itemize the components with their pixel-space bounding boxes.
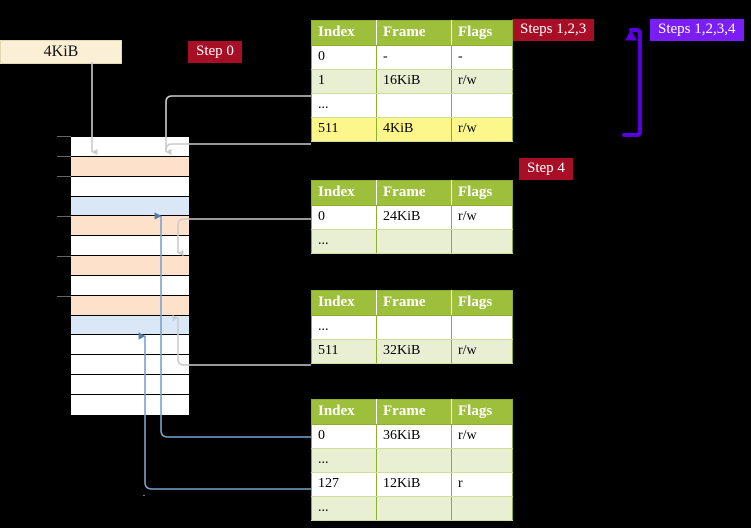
table-cell: ... — [311, 93, 377, 118]
table-cell — [451, 448, 513, 473]
table-header-index: Index — [311, 290, 377, 316]
table-row: 0-- — [311, 45, 513, 70]
table-cell: 0 — [311, 205, 377, 230]
memory-frame-row — [71, 236, 189, 257]
table-row: ... — [311, 315, 513, 340]
table-cell: 24KiB — [376, 205, 452, 230]
table-cell: 127 — [311, 472, 377, 497]
table-cell: 0 — [311, 424, 377, 449]
memory-frame-row — [71, 375, 189, 395]
table-row: ... — [311, 93, 513, 118]
table-cell — [376, 496, 452, 521]
physical-memory-column — [70, 136, 190, 415]
table-cell — [451, 496, 513, 521]
table-row: ... — [311, 229, 513, 254]
table-cell — [376, 93, 452, 118]
table-header-index: Index — [311, 20, 377, 46]
table-header-flags: Flags — [451, 20, 513, 46]
table-cell: r/w — [451, 205, 513, 230]
table-cell — [451, 93, 513, 118]
table-cell — [376, 448, 452, 473]
table-header-frame: Frame — [376, 180, 452, 206]
table-cell: 1 — [311, 69, 377, 94]
memory-frame-row — [71, 156, 189, 177]
table-header-index: Index — [311, 180, 377, 206]
table-cell: 16KiB — [376, 69, 452, 94]
memory-frame-row — [71, 275, 189, 296]
wire-pd-to-mem — [172, 314, 311, 366]
frame-4kib-box: 4KiB — [0, 40, 122, 64]
table-header-index: Index — [311, 399, 377, 425]
frame-4kib-label: 4KiB — [43, 43, 79, 60]
table-header-frame: Frame — [376, 20, 452, 46]
table-cell: ... — [311, 229, 377, 254]
table-cell: r/w — [451, 339, 513, 364]
badge-step4: Step 4 — [519, 158, 573, 180]
table-cell: - — [376, 45, 452, 70]
table-cell — [376, 315, 452, 340]
table-header-flags: Flags — [451, 399, 513, 425]
table-cell: ... — [311, 315, 377, 340]
table-cell: ... — [311, 448, 377, 473]
table-cell: r/w — [451, 424, 513, 449]
table-row: ... — [311, 496, 513, 521]
badge-step0-label: Step 0 — [196, 43, 234, 59]
table-cell: 36KiB — [376, 424, 452, 449]
memory-frame-row — [71, 256, 189, 276]
table-cell — [451, 229, 513, 254]
badge-step4-label: Step 4 — [527, 160, 565, 176]
table-cell: 511 — [311, 117, 377, 142]
wire-pdpt-to-mem — [177, 218, 311, 257]
table-header-flags: Flags — [451, 290, 513, 316]
table-cell: r/w — [451, 69, 513, 94]
memory-frame-row — [71, 176, 189, 197]
memory-frame-row — [71, 335, 189, 356]
memory-frame-row — [71, 137, 189, 157]
table-cell — [451, 315, 513, 340]
table-header-flags: Flags — [451, 180, 513, 206]
table-row: ... — [311, 448, 513, 473]
memory-frame-row — [71, 394, 189, 415]
table-header-frame: Frame — [376, 399, 452, 425]
arrow-steps-bracket — [622, 28, 642, 137]
table-cell: - — [451, 45, 513, 70]
memory-frame-row — [71, 355, 189, 376]
table-header-frame: Frame — [376, 290, 452, 316]
table-cell: 4KiB — [376, 117, 452, 142]
badge-steps-123: Steps 1,2,3 — [512, 19, 595, 41]
memory-tick-marks — [57, 136, 71, 297]
memory-frame-row — [71, 196, 189, 217]
memory-frame-row — [71, 315, 189, 336]
table-cell — [376, 229, 452, 254]
table-cell: 0 — [311, 45, 377, 70]
memory-frame-row — [71, 295, 189, 316]
memory-frame-row — [71, 216, 189, 237]
table-cell: 32KiB — [376, 339, 452, 364]
table-cell: r — [451, 472, 513, 497]
table-cell: 12KiB — [376, 472, 452, 497]
table-cell: r/w — [451, 117, 513, 142]
table-cell: 511 — [311, 339, 377, 364]
badge-step0: Step 0 — [188, 41, 242, 63]
badge-steps-1234: Steps 1,2,3,4 — [650, 19, 744, 41]
badge-steps-123-label: Steps 1,2,3 — [520, 21, 587, 37]
table-cell: ... — [311, 496, 377, 521]
badge-steps-1234-label: Steps 1,2,3,4 — [658, 21, 736, 37]
